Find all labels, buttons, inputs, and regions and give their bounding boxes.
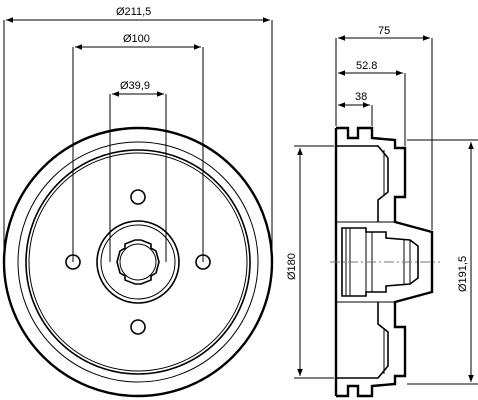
hub-outer-circle <box>96 220 180 304</box>
drum-rim-circle <box>17 141 259 383</box>
hub-bore-section <box>341 227 419 297</box>
center-bore-spline <box>116 239 160 285</box>
drum-outer-circle <box>2 126 274 398</box>
flange-offset-label: 38 <box>355 91 367 103</box>
bolt-hole-bottom <box>130 319 146 335</box>
side-dimensions: 75 52.8 38 Ø180 Ø191,5 <box>286 25 478 385</box>
front-dimensions: Ø211,5 Ø100 Ø39,9 <box>3 6 273 262</box>
outer-diameter-label: Ø211,5 <box>116 6 151 18</box>
drum-inner-diameter-label: Ø180 <box>286 253 298 280</box>
drum-outer-diameter-label: Ø191,5 <box>457 256 469 292</box>
center-bore-circle <box>119 243 157 281</box>
overall-width-label: 75 <box>378 25 390 37</box>
side-view <box>330 126 440 398</box>
bolt-hole-top <box>130 189 146 205</box>
hub-depth-label: 52.8 <box>356 60 377 72</box>
front-view <box>2 126 274 398</box>
hub-inner-circle <box>100 224 176 300</box>
drum-inner-circle-2 <box>28 152 248 372</box>
center-bore-label: Ø39,9 <box>120 80 150 92</box>
bolt-circle-label: Ø100 <box>123 33 150 45</box>
drum-inner-circle <box>25 149 251 375</box>
